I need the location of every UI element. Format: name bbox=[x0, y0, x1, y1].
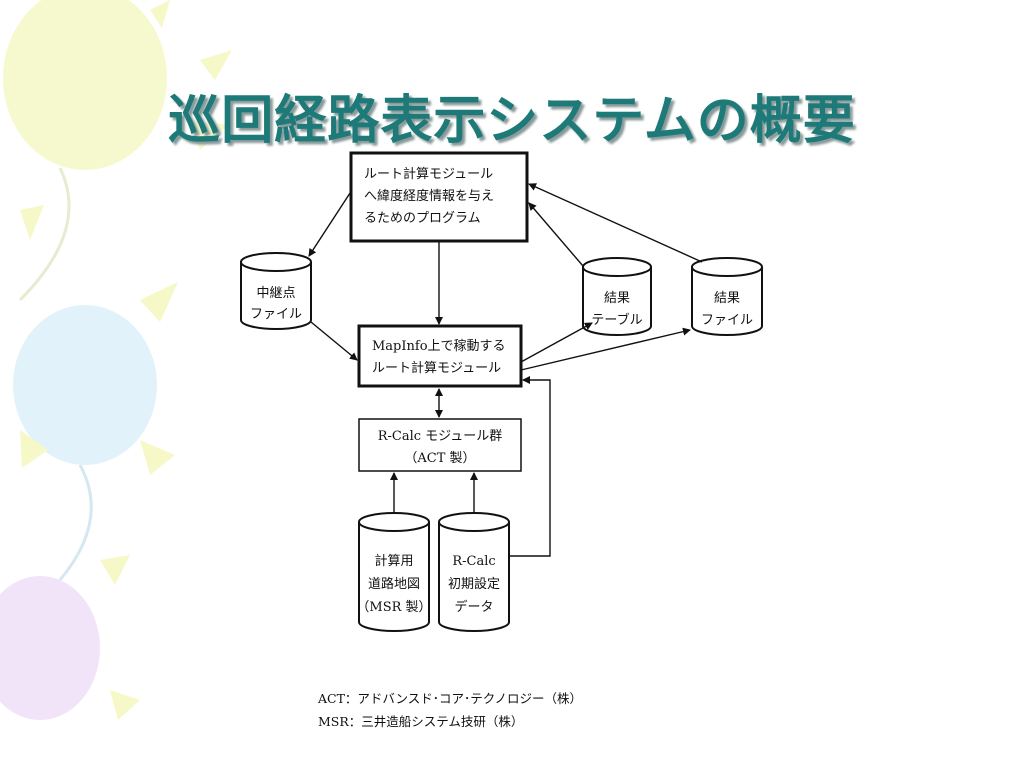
route-program-line-1: ルート計算モジュール bbox=[364, 166, 493, 182]
diagram-arrows bbox=[308, 183, 703, 557]
arrow-mapinfo-to-result-table bbox=[520, 322, 593, 363]
route-program-line-2: へ緯度経度情報を与え bbox=[364, 188, 494, 204]
road-map-line-3: （MSR 製） bbox=[356, 600, 431, 615]
result-table-cylinder: 結果 テーブル bbox=[582, 257, 652, 336]
balloon-purple-icon bbox=[0, 555, 140, 720]
rcalc-init-line-2: 初期設定 bbox=[448, 576, 500, 592]
rcalc-init-line-3: データ bbox=[454, 599, 493, 615]
balloon-blue-icon bbox=[13, 282, 178, 581]
mapinfo-line-2: ルート計算モジュール bbox=[372, 360, 501, 376]
rcalc-group-line-2: （ACT 製） bbox=[404, 451, 475, 466]
result-file-line-2: ファイル bbox=[701, 313, 753, 328]
slide-title: 巡回経路表示システムの概要 bbox=[168, 91, 856, 151]
arrow-result-file-to-program bbox=[528, 183, 703, 263]
route-program-box: ルート計算モジュール へ緯度経度情報を与え るためのプログラム bbox=[349, 151, 529, 243]
road-map-line-2: 道路地図 bbox=[368, 576, 420, 592]
arrow-program-to-relay bbox=[308, 189, 353, 257]
rcalc-group-line-1: R-Calc モジュール群 bbox=[378, 429, 503, 444]
relay-point-file-cylinder: 中継点 ファイル bbox=[240, 252, 312, 330]
arrow-result-table-to-program bbox=[528, 202, 584, 267]
result-table-line-2: テーブル bbox=[591, 312, 642, 328]
mapinfo-module-box: MapInfo上で稼動する ルート計算モジュール bbox=[357, 324, 523, 388]
rcalc-init-data-cylinder: R-Calc 初期設定 データ bbox=[438, 512, 510, 632]
arrow-init-data-to-mapinfo bbox=[509, 376, 551, 557]
rcalc-module-group-box: R-Calc モジュール群 （ACT 製） bbox=[358, 418, 522, 472]
route-program-line-3: るためのプログラム bbox=[364, 211, 481, 226]
road-map-line-1: 計算用 bbox=[374, 553, 413, 569]
balloon-yellow-icon bbox=[3, 0, 232, 302]
result-file-cylinder: 結果 ファイル bbox=[691, 257, 763, 336]
mapinfo-line-1: MapInfo上で稼動する bbox=[372, 339, 506, 354]
legend-msr: MSR：三井造船システム技研（株） bbox=[318, 714, 524, 729]
legend-act: ACT：アドバンスド･コア･テクノロジー（株） bbox=[318, 691, 583, 706]
result-table-line-1: 結果 bbox=[604, 291, 630, 306]
rcalc-init-line-1: R-Calc bbox=[452, 554, 495, 569]
road-map-cylinder: 計算用 道路地図 （MSR 製） bbox=[356, 512, 432, 632]
arrow-relay-to-mapinfo bbox=[310, 321, 358, 361]
relay-file-line-2: ファイル bbox=[250, 307, 302, 322]
result-file-line-1: 結果 bbox=[714, 291, 740, 306]
arrow-mapinfo-to-result-file bbox=[520, 327, 691, 371]
relay-file-line-1: 中継点 bbox=[256, 286, 295, 301]
